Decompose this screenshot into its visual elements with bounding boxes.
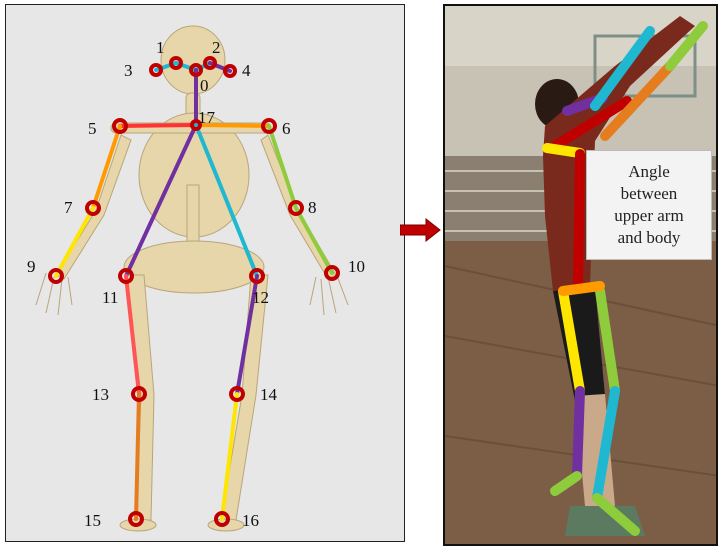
- pose-torso: [578, 154, 580, 286]
- pose-hip: [563, 286, 600, 291]
- keypoint-label-13: 13: [92, 385, 109, 404]
- limb-17-5: [120, 125, 196, 126]
- keypoint-label-17: 17: [198, 108, 216, 127]
- keypoint-label-5: 5: [88, 119, 97, 138]
- angle-note-line-1: Angle: [628, 161, 670, 183]
- keypoint-label-2: 2: [212, 38, 221, 57]
- keypoint-label-12: 12: [252, 288, 269, 307]
- angle-annotation-box: Angle between upper arm and body: [586, 150, 712, 260]
- keypoint-label-1: 1: [156, 38, 165, 57]
- keypoint-label-14: 14: [260, 385, 278, 404]
- pose-overlay-photo: [443, 4, 718, 546]
- skeleton-figure: 0 1 2 3 4 5 6 7 8 9 10 11 12 13 14 15 16…: [6, 5, 406, 543]
- keypoint-label-6: 6: [282, 119, 291, 138]
- keypoint-label-9: 9: [27, 257, 36, 276]
- keypoint-label-3: 3: [124, 61, 133, 80]
- limb-8-10: [296, 208, 332, 273]
- pose-clavicle: [547, 148, 580, 153]
- keypoint-label-4: 4: [242, 61, 251, 80]
- skeleton-bones: [36, 26, 348, 531]
- skeleton-keypoint-panel: 0 1 2 3 4 5 6 7 8 9 10 11 12 13 14 15 16…: [5, 4, 405, 542]
- keypoint-label-11: 11: [102, 288, 118, 307]
- angle-note-line-2: between: [621, 183, 678, 205]
- keypoint-label-15: 15: [84, 511, 101, 530]
- keypoint-label-8: 8: [308, 198, 317, 217]
- pose-shin-left: [577, 391, 580, 476]
- keypoint-label-0: 0: [200, 76, 209, 95]
- keypoint-label-16: 16: [242, 511, 259, 530]
- keypoint-label-7: 7: [64, 198, 73, 217]
- keypoint-label-10: 10: [348, 257, 365, 276]
- angle-note-line-4: and body: [618, 227, 681, 249]
- photo-scene: [445, 6, 718, 546]
- left-hand: [36, 273, 72, 315]
- angle-note-line-3: upper arm: [614, 205, 683, 227]
